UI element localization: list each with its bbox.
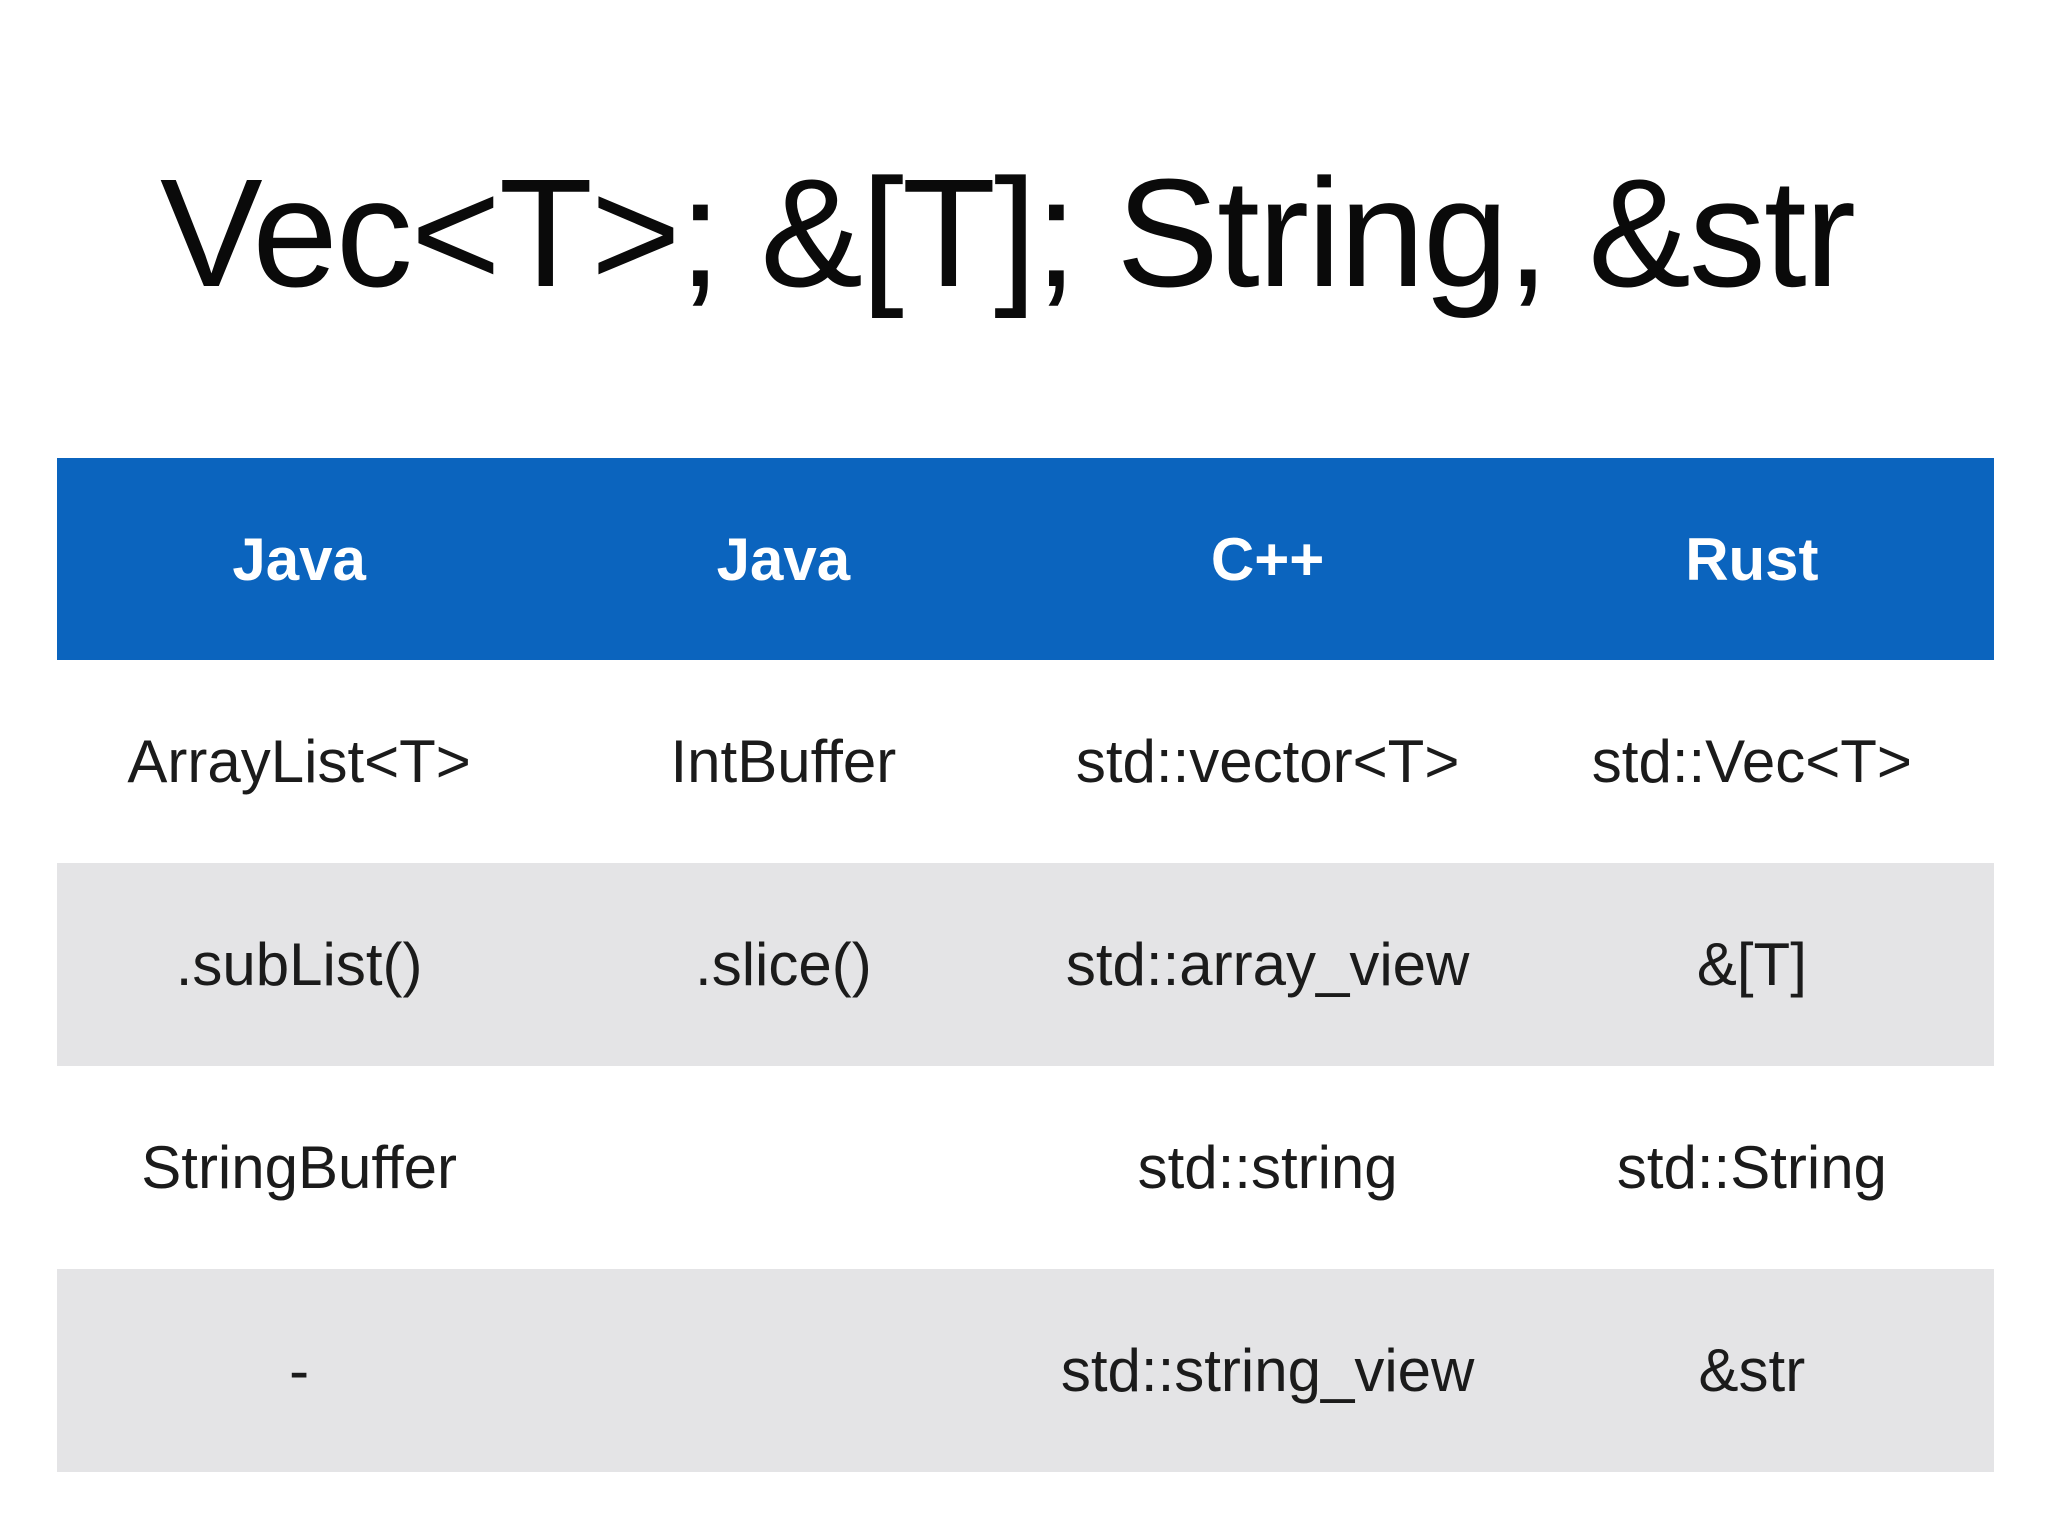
table-row: - std::string_view &str	[57, 1269, 1994, 1472]
table-cell: std::vector<T>	[1075, 728, 1460, 795]
table-cell: .slice()	[695, 931, 872, 998]
table-cell	[541, 1269, 1025, 1472]
table-cell: std::String	[1616, 1134, 1887, 1201]
language-comparison-table: Java Java C++ Rust ArrayList<T> IntBuffe…	[57, 458, 1994, 1472]
column-header-java-2: Java	[716, 525, 851, 593]
table-cell: -	[289, 1337, 310, 1404]
table-cell: StringBuffer	[141, 1134, 457, 1201]
table-cell: std::string	[1137, 1134, 1398, 1201]
table-cell: std::Vec<T>	[1591, 728, 1912, 795]
table-cell: &str	[1698, 1337, 1806, 1404]
table-cell: std::string_view	[1060, 1337, 1475, 1404]
table-header-row: Java Java C++ Rust	[57, 458, 1994, 660]
column-header-java-1: Java	[232, 525, 366, 593]
table-cell	[541, 1066, 1025, 1269]
page-title: Vec<T>; &[T]; String, &str	[160, 147, 1856, 319]
column-header-rust: Rust	[1685, 525, 1819, 593]
table-cell: IntBuffer	[670, 728, 897, 795]
table-row: ArrayList<T> IntBuffer std::vector<T> st…	[57, 660, 1994, 863]
table-cell: ArrayList<T>	[127, 728, 471, 795]
table-row: .subList() .slice() std::array_view &[T]	[57, 863, 1994, 1066]
table-row: StringBuffer std::string std::String	[57, 1066, 1994, 1269]
table-cell: std::array_view	[1065, 931, 1470, 998]
table-cell: &[T]	[1696, 931, 1807, 998]
table-cell: .subList()	[175, 931, 423, 998]
column-header-cpp: C++	[1210, 525, 1325, 593]
